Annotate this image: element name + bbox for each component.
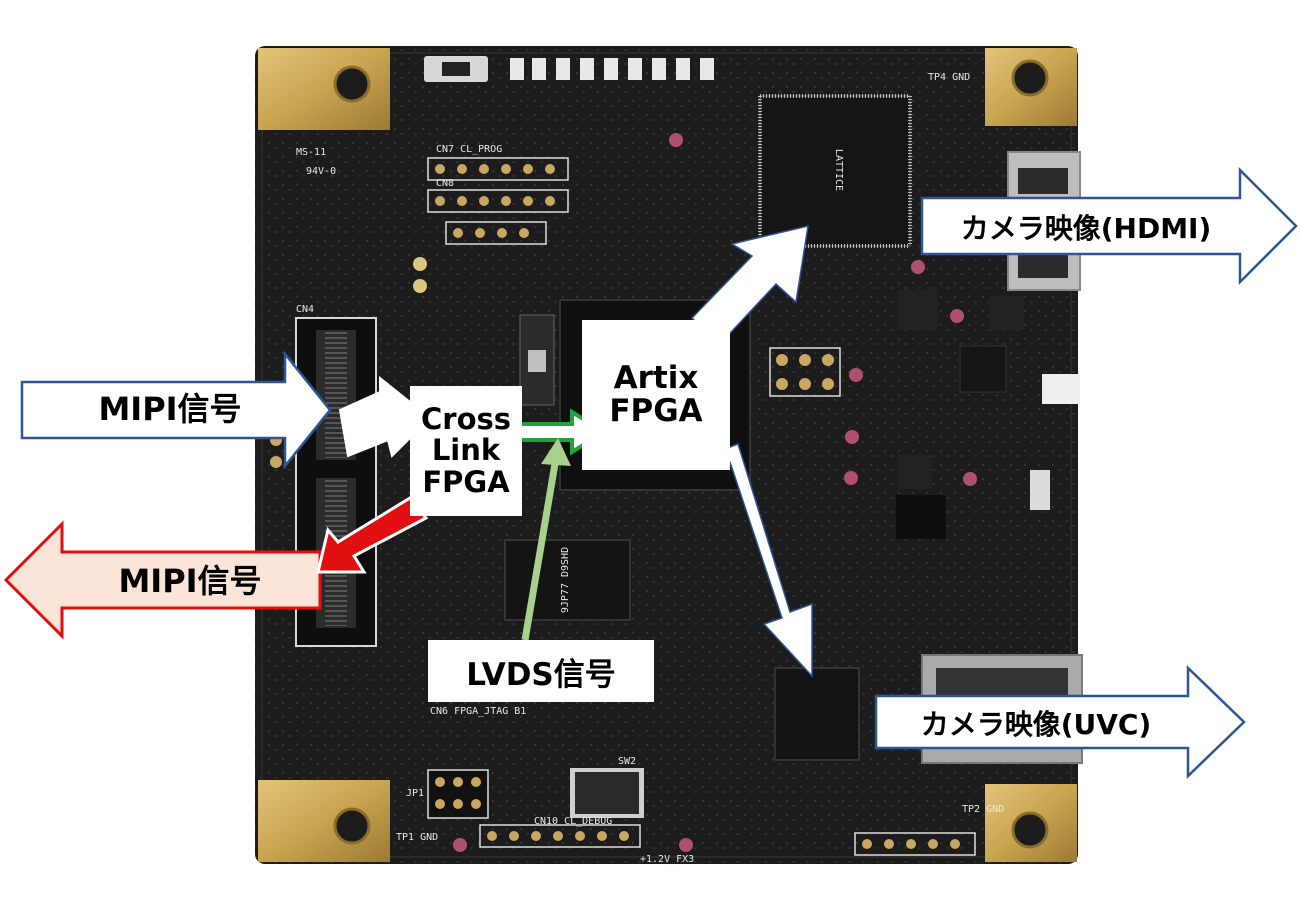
- crosslink-fpga-box: Cross Link FPGA: [410, 386, 522, 516]
- artix-fpga-box: Artix FPGA: [582, 320, 730, 470]
- tp4-marking: TP4 GND: [928, 72, 970, 83]
- uvc-out-label: カメラ映像(UVC): [921, 708, 1152, 741]
- mipi-in-arrow: [20, 350, 332, 470]
- crosslink-line-2: Link: [431, 433, 501, 468]
- sw2-marking: SW2: [618, 756, 636, 767]
- lvds-pointer-head: [541, 438, 571, 466]
- mipi-in-label: MIPI信号: [98, 390, 241, 428]
- cn10-marking: CN10 CL_DEBUG: [534, 816, 612, 827]
- hdmi-out-arrow: [920, 166, 1298, 286]
- lvds-pointer-line: [521, 457, 560, 641]
- jp1-marking: JP1: [406, 788, 424, 799]
- hdmi-out-label: カメラ映像(HDMI): [961, 212, 1212, 245]
- cn8-marking: CN8: [436, 178, 454, 189]
- artix-to-uvc-arrow: [703, 443, 813, 678]
- artix-line-2: FPGA: [609, 393, 703, 429]
- crosslink-line-1: Cross: [420, 402, 512, 437]
- silkscreen-text: MS-11 94V-0 CN7 CL_PROG CN8 CN4 CN10 CL_…: [296, 72, 1004, 865]
- test-points: [270, 133, 977, 852]
- rating-marking: 94V-0: [306, 166, 336, 177]
- crosslink-to-mipi-out-arrow: [316, 496, 429, 574]
- top-led-row: [424, 56, 714, 82]
- crosslink-line-3: FPGA: [422, 464, 510, 499]
- cn4-marking: CN4: [296, 304, 314, 315]
- gold-corner-pads: [258, 48, 1077, 862]
- vdd-marking: +1.2V_FX3: [640, 854, 694, 865]
- lvds-signal-box: LVDS信号: [428, 640, 654, 702]
- artix-line-1: Artix: [613, 359, 699, 396]
- ram-chip-marking: 9JP77 D9SHD: [560, 547, 571, 613]
- cn7-marking: CN7 CL_PROG: [436, 144, 502, 155]
- fpga-chip-marking: LATTICE: [833, 149, 844, 191]
- mipi-out-arrow: [3, 520, 322, 640]
- pin-headers: [427, 157, 976, 856]
- lvds-label: LVDS信号: [466, 656, 616, 693]
- cn6-marking: CN6 FPGA_JTAG B1: [430, 706, 526, 717]
- mipi-out-label: MIPI信号: [118, 562, 261, 600]
- cert-marking: MS-11: [296, 147, 326, 158]
- tp1-marking: TP1 GND: [396, 832, 438, 843]
- tp2-marking: TP2 GND: [962, 804, 1004, 815]
- uvc-out-arrow: [874, 665, 1246, 779]
